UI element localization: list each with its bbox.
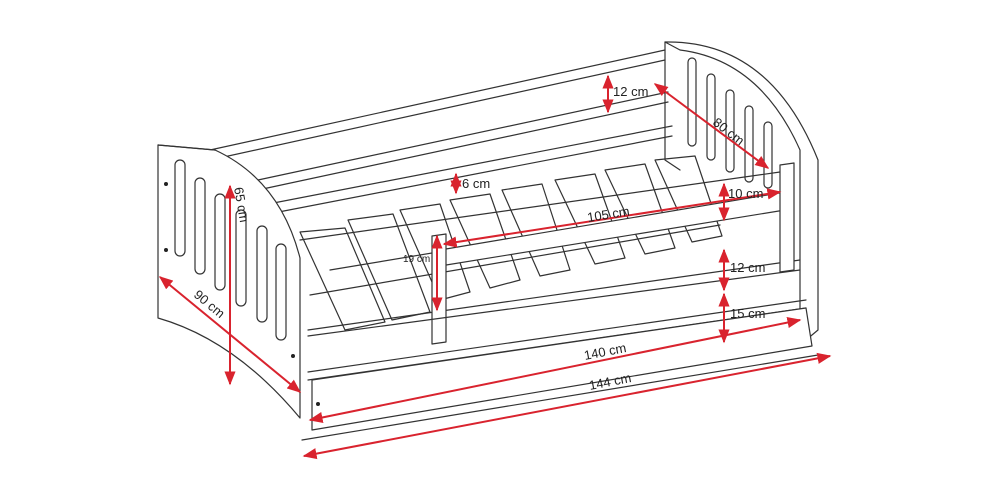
label-drawer-height: 15 cm bbox=[730, 306, 765, 321]
dimension-lines bbox=[158, 74, 832, 460]
label-under-rail-height: 12 cm bbox=[730, 260, 765, 275]
label-slat-gap: 6 cm bbox=[462, 176, 490, 191]
dim-line-rail-length bbox=[442, 188, 782, 248]
bed-outline bbox=[157, 41, 819, 441]
label-headboard-width: 80 cm bbox=[710, 115, 747, 149]
dim-line-total-length bbox=[302, 352, 832, 460]
dim-line-bed-width bbox=[158, 276, 302, 393]
label-rail-length: 105 cm bbox=[586, 203, 630, 224]
label-opening-height: 19 cm bbox=[403, 254, 430, 265]
label-rail-height: 10 cm bbox=[728, 186, 763, 201]
dim-line-headboard-width bbox=[653, 83, 770, 169]
label-head-height: 12 cm bbox=[613, 84, 648, 99]
label-footboard-height: 65 cm bbox=[231, 186, 252, 223]
